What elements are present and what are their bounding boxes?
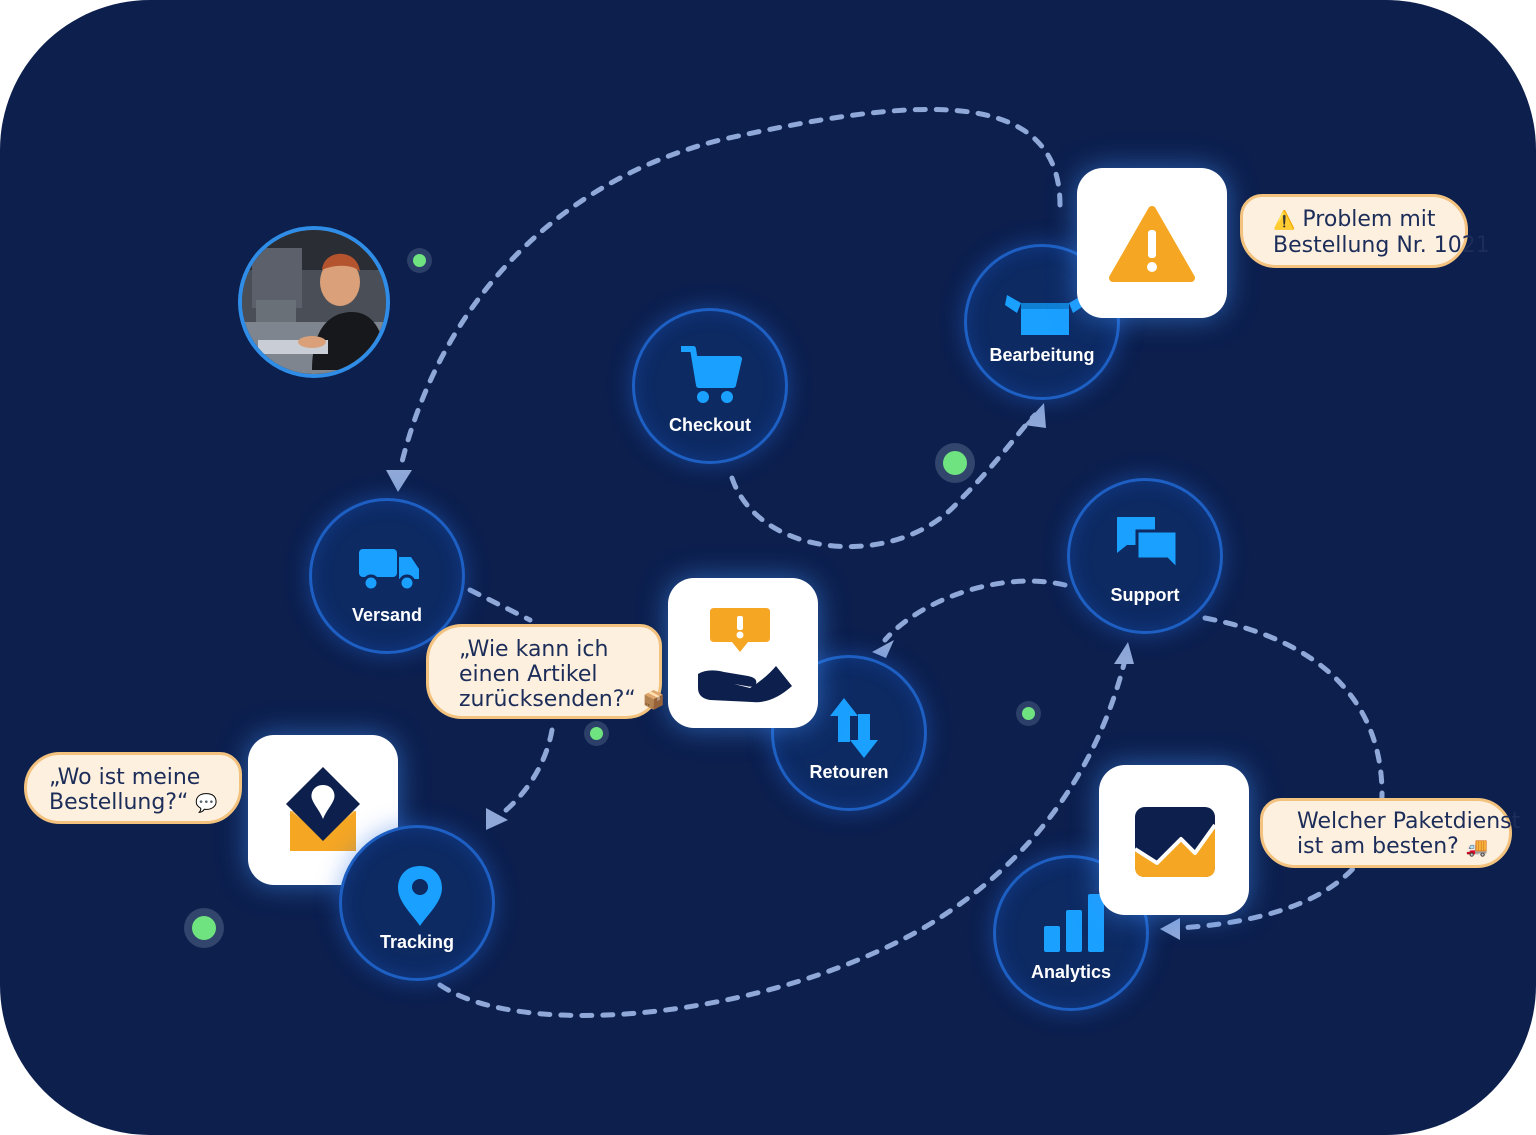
node-tracking[interactable]: Tracking: [339, 825, 495, 981]
node-label: Retouren: [809, 762, 889, 782]
node-label: Support: [1110, 585, 1180, 605]
connector-checkout-to-bearbeitung: [729, 412, 1038, 550]
envelope-pin-icon: [286, 767, 360, 851]
bubble-text: „Wo ist meine: [49, 765, 201, 790]
node-versand[interactable]: Versand: [309, 498, 465, 654]
bubble-text: Bestellung?“: [49, 790, 189, 815]
bubble-text: Bestellung Nr. 1021: [1273, 233, 1490, 258]
arrowhead-support: [1114, 642, 1134, 664]
location-pin-icon: [398, 866, 442, 926]
connector-versand-to-retouren: [467, 587, 533, 623]
bubble-return-question: „Wie kann ich einen Artikel zurücksenden…: [426, 624, 666, 719]
bubble-text: „Wie kann ich: [459, 637, 609, 662]
node-label: Analytics: [1030, 962, 1112, 982]
status-dot: [192, 916, 216, 940]
customer-service-card[interactable]: [668, 578, 818, 728]
open-box-icon: [1005, 295, 1085, 335]
speech-emoji-icon: 💬: [195, 793, 218, 814]
swap-arrows-icon: [830, 698, 878, 758]
connector-support-to-analytics: [1177, 615, 1385, 931]
analytics-card[interactable]: [1099, 765, 1249, 915]
bubble-text: zurücksenden?“: [459, 687, 636, 712]
bubble-text: einen Artikel: [459, 662, 598, 687]
warning-emoji-icon: ⚠️: [1273, 210, 1296, 231]
node-label: Versand: [351, 605, 423, 625]
mail-tracking-card[interactable]: [248, 735, 398, 885]
node-label: Bearbeitung: [989, 345, 1095, 365]
node-label: Checkout: [668, 415, 751, 435]
avatar-warehouse-worker: [238, 226, 390, 378]
package-emoji-icon: 📦: [642, 690, 666, 711]
arrowhead-tracking: [486, 808, 508, 830]
bubble-problem: ⚠️ Problem mit Bestellung Nr. 1021: [1240, 194, 1490, 268]
chat-bubbles-icon: [1117, 517, 1179, 571]
trend-chart-icon: [1133, 807, 1217, 877]
node-label: Tracking: [379, 932, 455, 952]
warning-card[interactable]: [1077, 168, 1227, 318]
bubble-where-order: „Wo ist meine Bestellung?“ 💬: [24, 752, 242, 824]
bubble-carrier: Welcher Paketdienst ist am besten? 🚚: [1260, 798, 1521, 868]
connector-bearbeitung-to-versand: [397, 107, 1063, 473]
warning-triangle-icon: [1109, 206, 1195, 282]
bubble-text: Welcher Paketdienst: [1297, 809, 1521, 834]
arrowhead-versand: [386, 470, 412, 492]
hand-with-alert-icon: [698, 608, 792, 703]
status-dot: [943, 451, 967, 475]
status-dot: [1022, 707, 1035, 720]
status-dot: [413, 254, 426, 267]
connector-question-to-tracking: [497, 727, 555, 818]
status-dot: [590, 727, 603, 740]
bar-chart-icon: [1044, 894, 1104, 952]
arrowhead-retouren: [872, 640, 894, 658]
shopping-cart-icon: [681, 346, 742, 403]
bubble-text: ist am besten?: [1297, 834, 1459, 859]
bubble-text: Problem mit: [1302, 207, 1436, 232]
node-support[interactable]: Support: [1067, 478, 1223, 634]
arrowhead-bearbeitung: [1024, 403, 1046, 428]
connector-support-to-retouren: [882, 578, 1068, 643]
connector-tracking-to-support: [437, 657, 1128, 1018]
node-checkout[interactable]: Checkout: [632, 308, 788, 464]
truck-emoji-icon: 🚚: [1465, 837, 1489, 858]
arrowhead-analytics: [1160, 918, 1180, 940]
delivery-truck-icon: [359, 549, 419, 591]
